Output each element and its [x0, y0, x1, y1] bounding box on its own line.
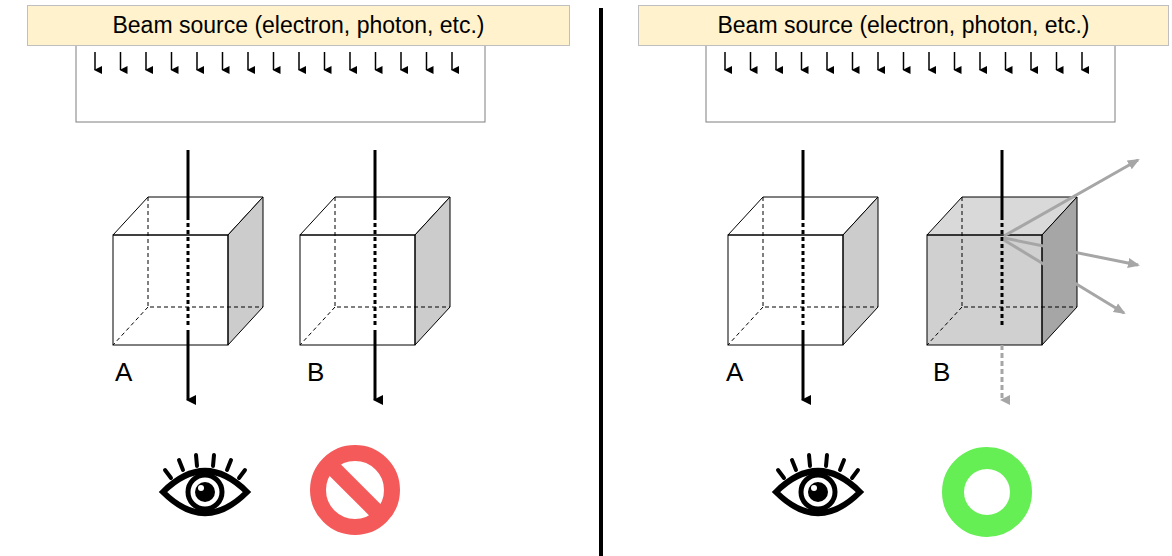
beam-arrow: [979, 52, 981, 70]
beam-source-box: Beam source (electron, photon, etc.): [27, 5, 570, 46]
beam-arrow: [1081, 52, 1083, 70]
box-label: Beam source (electron, photon, etc.): [717, 12, 1089, 39]
sample-cube: [113, 197, 1077, 345]
beam-arrow: [247, 52, 249, 70]
beam-arrow: [954, 52, 956, 70]
beam-arrow: [451, 52, 453, 70]
beam-arrow: [426, 52, 428, 70]
beam-line: [188, 150, 1002, 400]
beam-arrow: [826, 52, 828, 70]
beam-arrow: [928, 52, 930, 70]
sample-label: B: [307, 357, 324, 388]
beam-arrow: [196, 52, 198, 70]
beam-arrow: [94, 52, 96, 70]
beam-arrow: [775, 52, 777, 70]
sample-label: A: [115, 357, 132, 388]
eye-icon: [776, 455, 860, 513]
beam-arrow: [1056, 52, 1058, 70]
box-label: Beam source (electron, photon, etc.): [112, 12, 484, 39]
beam-source-box: Beam source (electron, photon, etc.): [638, 5, 1169, 46]
beam-arrow: [222, 52, 224, 70]
beam-arrow: [903, 52, 905, 70]
beam-arrow: [298, 52, 300, 70]
beam-arrow: [801, 52, 803, 70]
beam-arrow: [171, 52, 173, 70]
beam-arrow: [750, 52, 752, 70]
beam-arrow: [273, 52, 275, 70]
beam-arrow: [724, 52, 726, 70]
beam-arrow: [852, 52, 854, 70]
beam-arrow: [375, 52, 377, 70]
sample-label: A: [726, 357, 743, 388]
panel-divider: [599, 8, 603, 556]
prohibited-sign: [318, 453, 392, 527]
beam-arrow: [349, 52, 351, 70]
beam-arrow: [120, 52, 122, 70]
ok-ring: [953, 458, 1021, 526]
beam-arrow: [1005, 52, 1007, 70]
beam-arrow: [400, 52, 402, 70]
eye-icon: [163, 455, 247, 513]
beam-arrow: [1030, 52, 1032, 70]
beam-arrow: [324, 52, 326, 70]
beam-arrow: [145, 52, 147, 70]
sample-label: B: [933, 357, 950, 388]
beam-arrow: [877, 52, 879, 70]
scattered-ray: [1004, 160, 1138, 313]
beam-plate: [76, 45, 1115, 122]
